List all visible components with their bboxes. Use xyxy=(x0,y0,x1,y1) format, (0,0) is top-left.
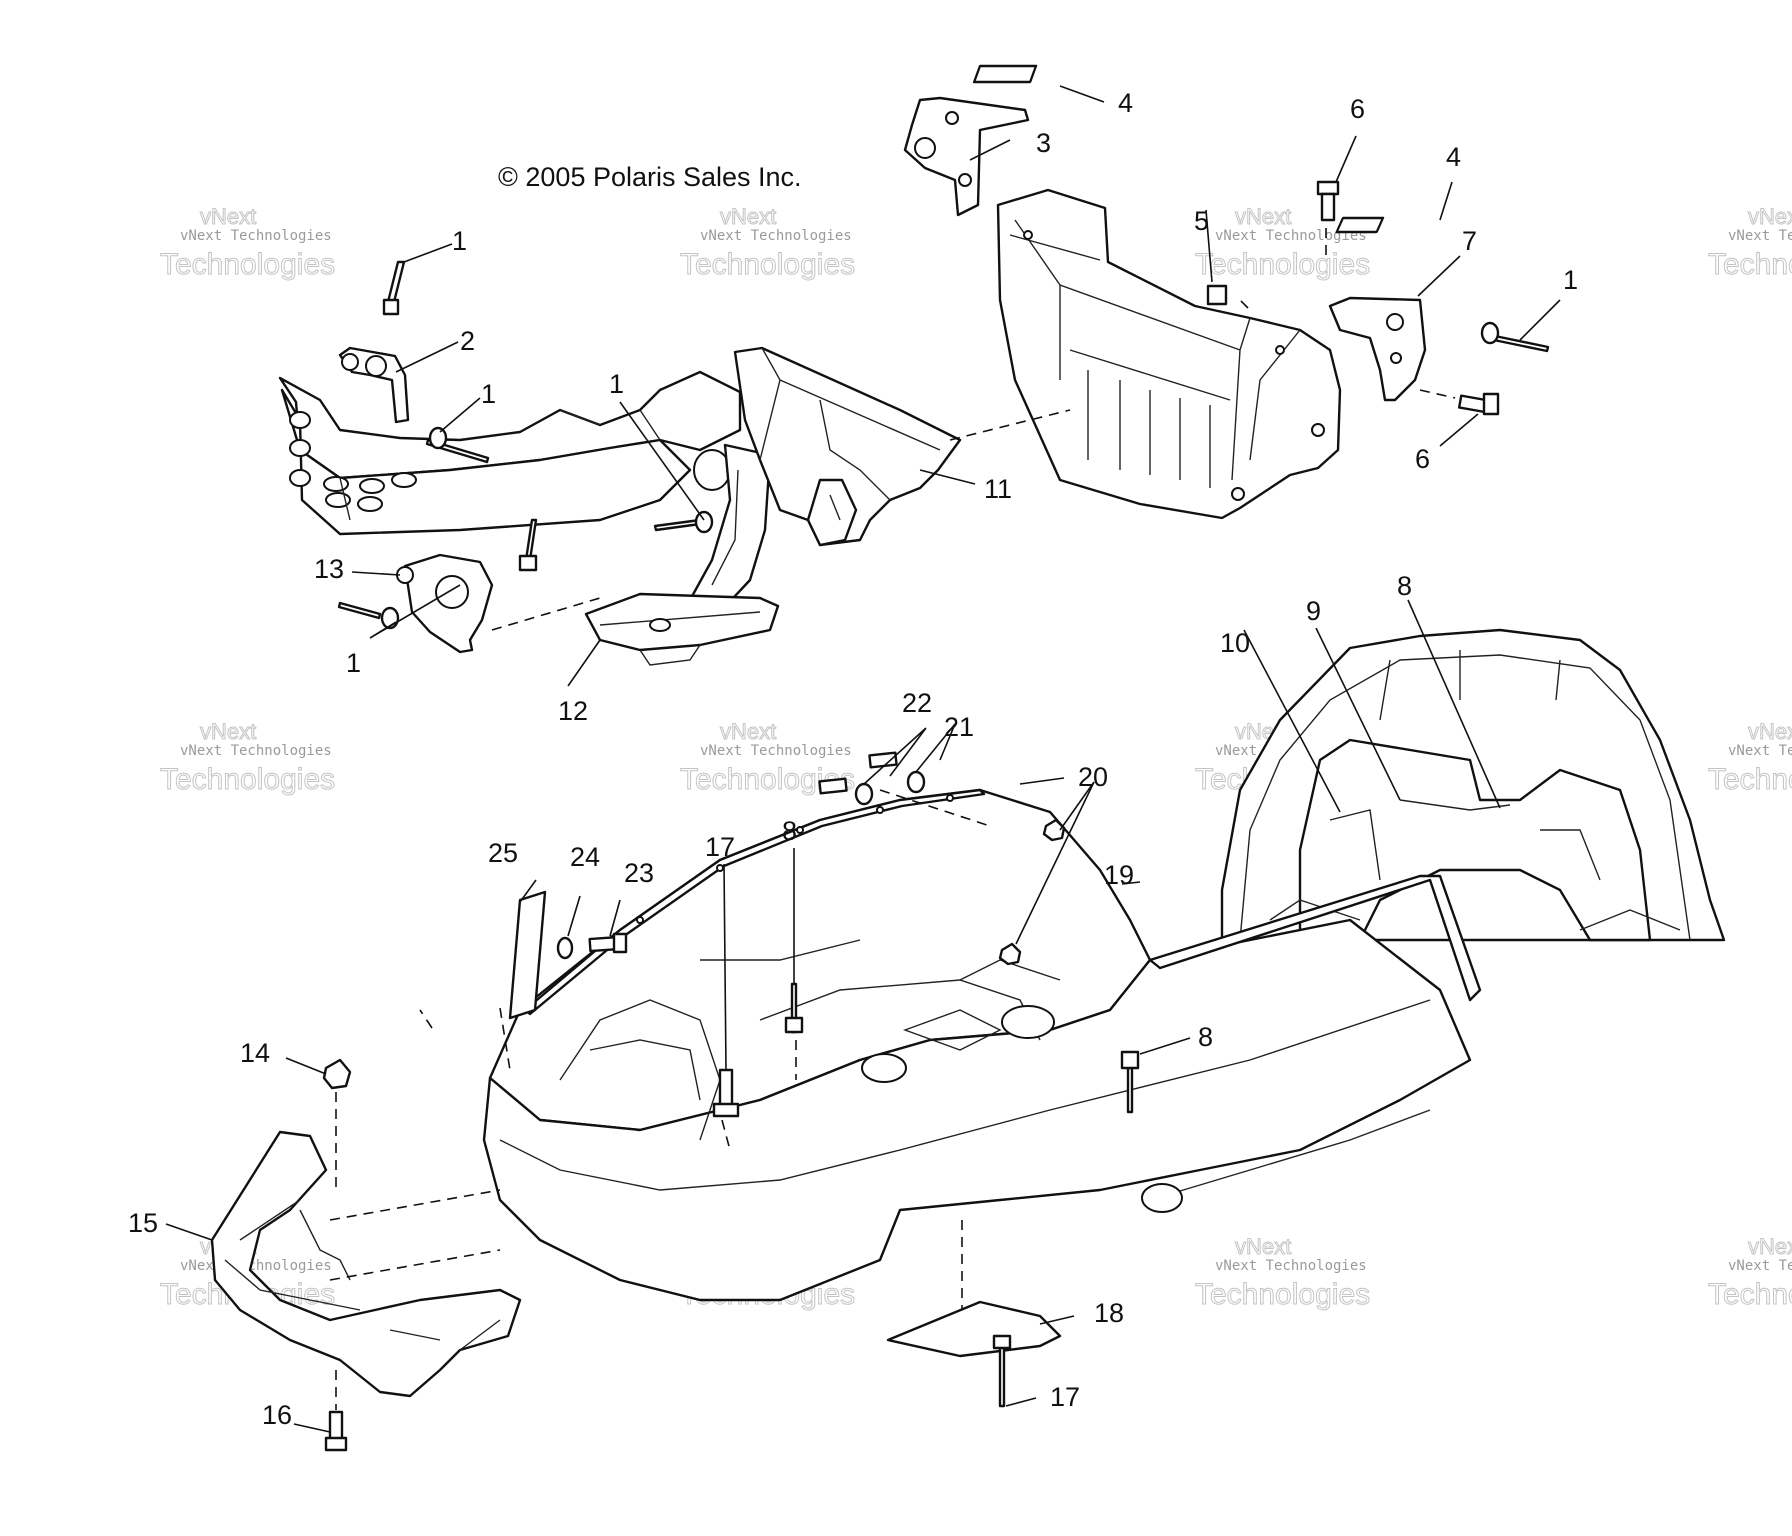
fasteners-top xyxy=(337,180,1550,630)
callout-15: 15 xyxy=(128,1208,158,1238)
part-25-decal xyxy=(508,890,547,1020)
callout-10: 10 xyxy=(1220,628,1250,658)
callout-14: 14 xyxy=(240,1038,270,1068)
watermark: vNext vNext Technologies Technologies xyxy=(160,719,336,797)
watermark-top: vNext xyxy=(1235,1234,1291,1259)
watermark-top: vNext xyxy=(1748,1234,1792,1259)
watermark-small: vNext Technologies xyxy=(180,743,332,759)
part-16-bolt xyxy=(324,1410,348,1452)
callout-19: 19 xyxy=(1104,860,1134,890)
callout-6: 6 xyxy=(1350,94,1365,124)
callout-8: 8 xyxy=(1198,1022,1213,1052)
callout-17: 17 xyxy=(705,832,735,862)
watermark-large: Technologies xyxy=(1708,248,1792,281)
watermark-large: Technologies xyxy=(680,248,855,281)
callouts: 1 1 1 1 1 2 3 4 4 5 6 6 7 8 8 8 9 10 11 … xyxy=(128,88,1578,1430)
callout-18: 18 xyxy=(1094,1298,1124,1328)
watermark: vNext vNext Technologies Technologies xyxy=(1708,1234,1792,1312)
callout-6: 6 xyxy=(1415,444,1430,474)
part-12-skid xyxy=(584,592,780,666)
watermark-group: vNext vNext Technologies Technologies vN… xyxy=(160,204,1792,1312)
callout-2: 2 xyxy=(460,326,475,356)
watermark-small: vNext Technologies xyxy=(1728,1258,1792,1274)
inset-view-hood-interior xyxy=(1220,628,1726,942)
part-14-nut xyxy=(322,1058,352,1090)
part-2-bracket xyxy=(338,346,410,424)
watermark-small: vNext Technologies xyxy=(700,743,852,759)
watermark-large: Technologies xyxy=(160,248,335,281)
callout-4: 4 xyxy=(1446,142,1461,172)
watermark-top: vNext xyxy=(720,719,776,744)
part-13-bracket xyxy=(396,553,494,654)
watermark-top: vNext xyxy=(200,719,256,744)
callout-1: 1 xyxy=(1563,265,1578,295)
watermark-top: vNext xyxy=(1748,719,1792,744)
callout-11: 11 xyxy=(984,474,1012,504)
part-15-bumper xyxy=(210,1130,522,1398)
part-11-front-frame xyxy=(278,346,962,612)
callout-20: 20 xyxy=(1078,762,1108,792)
part-4-decal-right xyxy=(1335,216,1385,234)
watermark-top: vNext xyxy=(200,204,256,229)
watermark-large: Technologies xyxy=(1708,1278,1792,1311)
callout-8: 8 xyxy=(1397,571,1412,601)
callout-4: 4 xyxy=(1118,88,1133,118)
part-4-decal-top xyxy=(972,64,1038,84)
watermark: vNext vNext Technologies Technologies xyxy=(1708,204,1792,282)
watermark-top: vNext xyxy=(1748,204,1792,229)
watermark-large: Technologies xyxy=(1195,1278,1370,1311)
callout-17: 17 xyxy=(1050,1382,1080,1412)
part-7-bracket xyxy=(1328,296,1427,402)
part-19-hood xyxy=(482,788,1482,1302)
watermark-small: vNext Technologies xyxy=(180,228,332,244)
watermark-top: vNext xyxy=(1235,204,1291,229)
callout-22: 22 xyxy=(902,688,932,718)
part-20-nut xyxy=(998,818,1066,966)
callout-1: 1 xyxy=(609,369,624,399)
watermark: vNext vNext Technologies Technologies xyxy=(680,204,856,282)
part-24-washer xyxy=(556,936,574,960)
watermark-small: vNext Technologies xyxy=(1728,228,1792,244)
watermark-small: vNext Technologies xyxy=(1728,743,1792,759)
callout-8: 8 xyxy=(782,816,797,846)
watermark-top: vNext xyxy=(720,204,776,229)
callout-21: 21 xyxy=(944,712,974,742)
watermark: vNext vNext Technologies Technologies xyxy=(1195,1234,1371,1312)
watermark-small: vNext Technologies xyxy=(1215,228,1367,244)
callout-1: 1 xyxy=(481,379,496,409)
watermark-small: vNext Technologies xyxy=(180,1258,332,1274)
part-8-rivet xyxy=(784,982,1140,1114)
callout-1: 1 xyxy=(452,226,467,256)
part-5-nut xyxy=(1206,284,1228,306)
part-23-bolt xyxy=(588,932,628,954)
crossmember-assembly xyxy=(996,188,1342,520)
callout-3: 3 xyxy=(1036,128,1051,158)
callout-25: 25 xyxy=(488,838,518,868)
assembly-lines xyxy=(329,228,1456,1410)
watermark-large: Technologies xyxy=(160,763,335,796)
callout-24: 24 xyxy=(570,842,600,872)
copyright-text: © 2005 Polaris Sales Inc. xyxy=(498,162,802,192)
part-3-bracket xyxy=(903,96,1030,217)
fasteners-bottom xyxy=(322,751,1140,1452)
leader-lines xyxy=(165,85,1561,1433)
part-6-bolt-top xyxy=(1316,180,1340,196)
watermark: vNext vNext Technologies Technologies xyxy=(1708,719,1792,797)
watermark: vNext vNext Technologies Technologies xyxy=(160,204,336,282)
watermark-small: vNext Technologies xyxy=(700,228,852,244)
watermark: vNext vNext Technologies Technologies xyxy=(1195,204,1371,282)
callout-1: 1 xyxy=(346,648,361,678)
callout-13: 13 xyxy=(314,554,344,584)
callout-16: 16 xyxy=(262,1400,292,1430)
watermark-small: vNext Technologies xyxy=(1215,1258,1367,1274)
callout-7: 7 xyxy=(1462,226,1477,256)
callout-12: 12 xyxy=(558,696,588,726)
watermark-large: Technologies xyxy=(1195,248,1370,281)
watermark-large: Technologies xyxy=(1708,763,1792,796)
callout-9: 9 xyxy=(1306,596,1321,626)
part-18-plate xyxy=(886,1300,1062,1358)
callout-5: 5 xyxy=(1194,206,1209,236)
callout-23: 23 xyxy=(624,858,654,888)
